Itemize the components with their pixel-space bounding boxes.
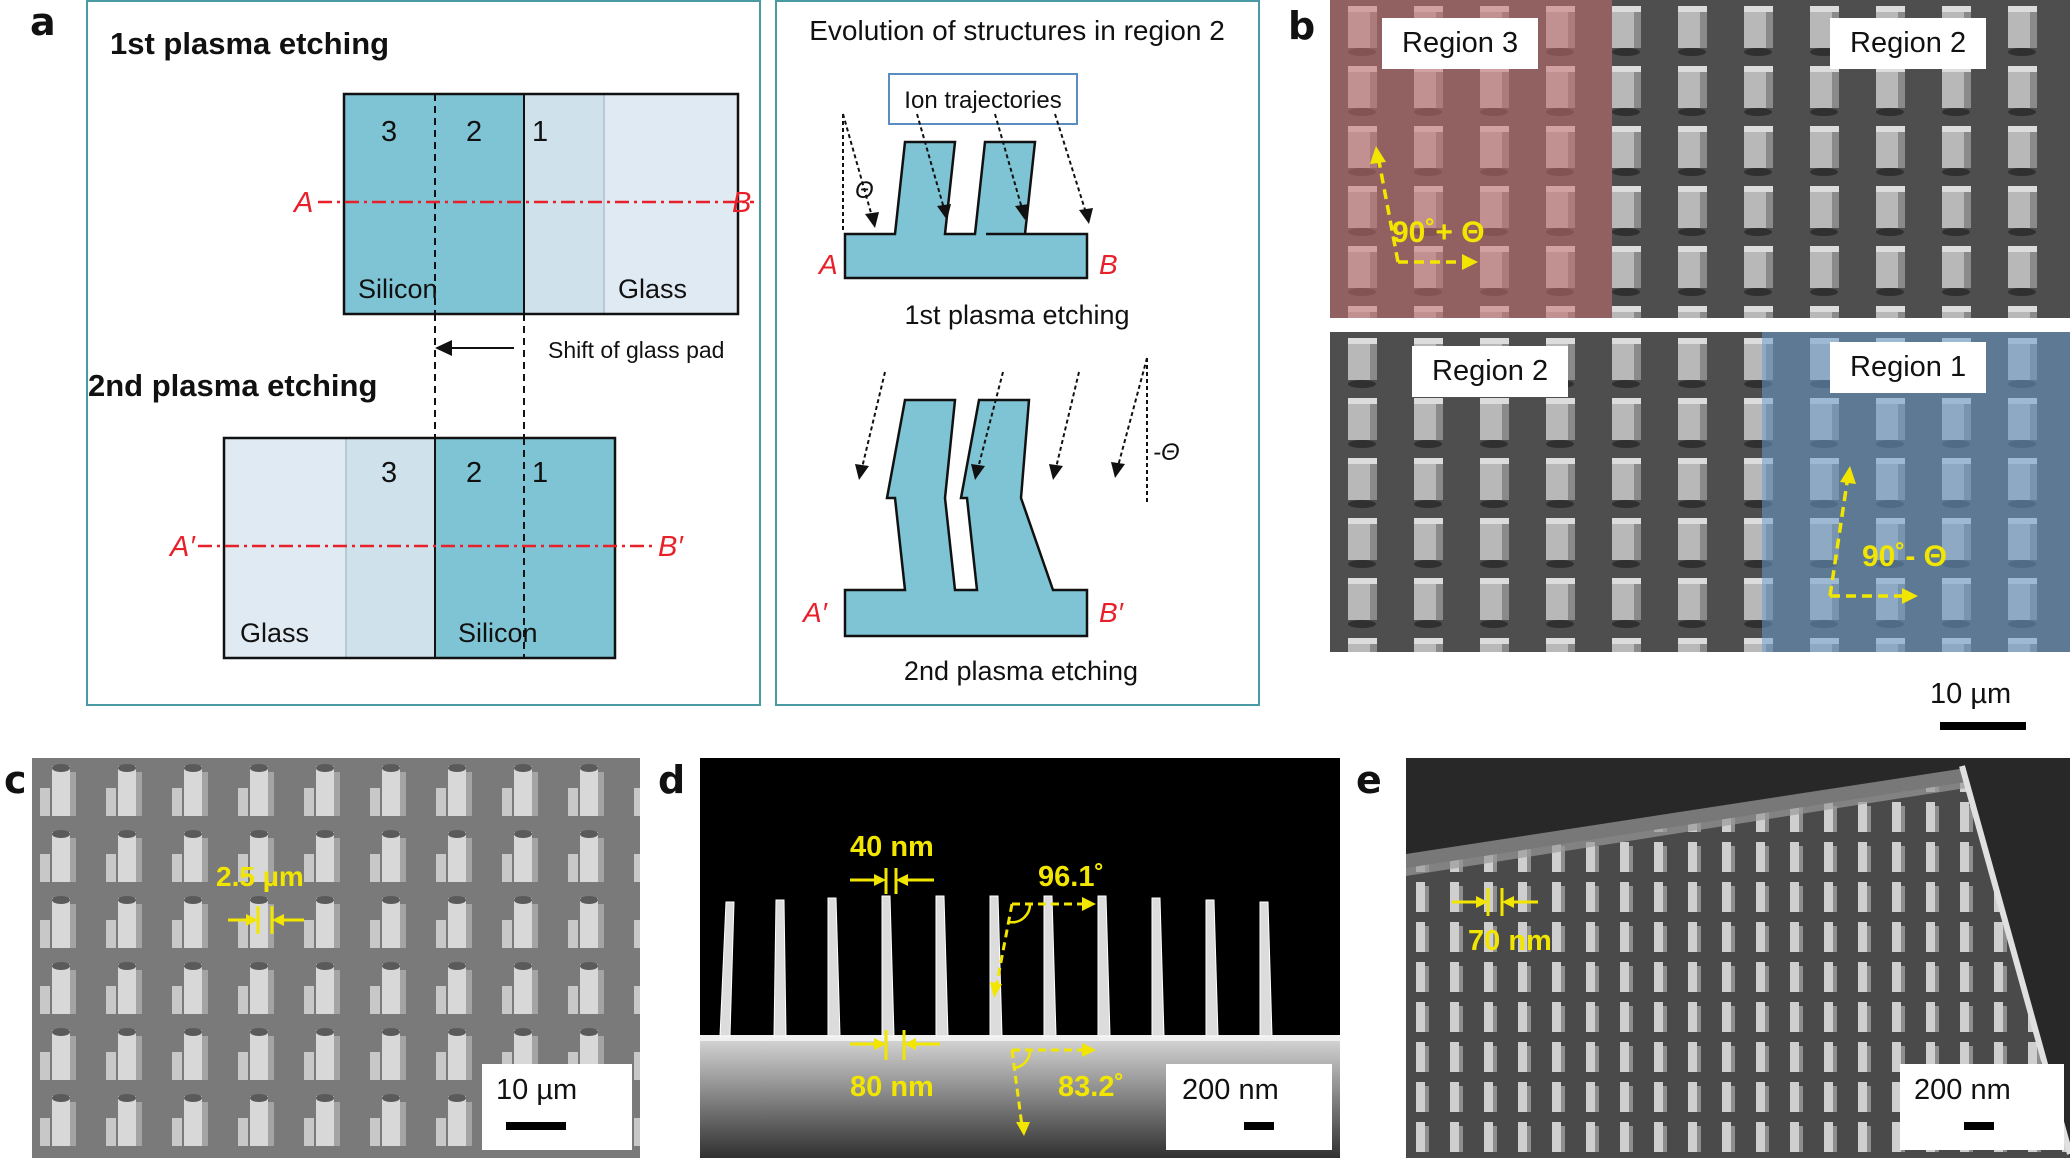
point-b-prime-label: B′ xyxy=(658,531,684,563)
shift-label: Shift of glass pad xyxy=(548,337,724,363)
bottom-region-3 xyxy=(346,438,435,658)
top-glass-label: Glass xyxy=(618,274,687,304)
first-etch-structure xyxy=(843,140,1089,280)
sem-panel-c: 2.5 µm 10 µm xyxy=(32,758,640,1158)
sem-panel-b-bottom: 90˚- Θ Region 2 Region 1 xyxy=(1330,332,2070,652)
arrow-up-icon xyxy=(1370,146,1386,164)
heading-second-etch: 2nd plasma etching xyxy=(88,368,377,403)
top-region-label-3: 3 xyxy=(381,116,397,148)
first-point-b: B xyxy=(1099,249,1118,280)
point-b-label: B xyxy=(732,187,751,219)
arrow-right-icon-b xyxy=(1902,588,1918,604)
scale-label-e: 200 nm xyxy=(1914,1074,2011,1106)
point-a-label: A xyxy=(292,187,313,219)
arrow-right-icon-d2 xyxy=(1082,1043,1096,1057)
bottom-glass-region xyxy=(224,438,346,658)
ion-trajectories-label: Ion trajectories xyxy=(904,87,1061,114)
top-region-label-2: 2 xyxy=(466,116,482,148)
caption-first-etch: 1st plasma etching xyxy=(904,300,1129,330)
tag-region-1: Region 1 xyxy=(1830,342,1987,393)
scale-box-c: 10 µm xyxy=(482,1064,632,1150)
second-point-a-prime: A′ xyxy=(801,597,829,628)
bottom-region-label-2: 2 xyxy=(466,457,482,489)
arrow-down-icon-d1 xyxy=(990,982,1002,998)
first-point-a: A xyxy=(817,249,838,280)
scale-box-d: 200 nm xyxy=(1166,1064,1332,1150)
panel-label-a: a xyxy=(30,0,56,44)
panel-label-b: b xyxy=(1288,4,1316,48)
sem-panel-d: 40 nm 80 nm 96.1˚ 83.2˚ 200 nm xyxy=(700,758,1340,1158)
point-a-prime-label: A′ xyxy=(168,531,196,563)
scale-bar-c xyxy=(506,1122,566,1130)
tag-region-3: Region 3 xyxy=(1382,18,1539,69)
theta-label: Θ xyxy=(855,177,874,204)
evolution-heading: Evolution of structures in region 2 xyxy=(809,15,1225,46)
nanopillar-array-e: 70 nm xyxy=(1406,758,2070,1158)
heading-first-etch: 1st plasma etching xyxy=(110,26,389,61)
angle-label-bottom: 90˚- Θ xyxy=(1862,540,1947,573)
width-label-e: 70 nm xyxy=(1468,925,1552,957)
top-region-1 xyxy=(524,94,604,314)
sem-panel-e: 70 nm 200 nm xyxy=(1406,758,2070,1158)
shift-arrow-icon xyxy=(435,340,452,356)
scale-bar-b xyxy=(1940,722,2026,730)
edge-top xyxy=(1406,768,1966,876)
top-glass-region xyxy=(604,94,738,314)
scale-label-b: 10 µm xyxy=(1930,678,2012,710)
arrow-right-icon xyxy=(1462,254,1478,270)
angle-label-bottom-d: 83.2˚ xyxy=(1058,1071,1124,1103)
arrow-up-icon-b xyxy=(1840,466,1856,484)
caption-second-etch: 2nd plasma etching xyxy=(904,656,1138,686)
sem-panel-b-top: 90˚+ Θ Region 3 Region 2 xyxy=(1330,0,2070,318)
second-point-b-prime: B′ xyxy=(1099,597,1125,628)
scale-bar-d xyxy=(1244,1122,1274,1130)
second-etch-structure xyxy=(843,398,1089,638)
top-width-label: 40 nm xyxy=(850,831,934,863)
panel-label-c: c xyxy=(4,758,27,802)
tag-region-2-top: Region 2 xyxy=(1830,18,1987,69)
pitch-label-c: 2.5 µm xyxy=(216,861,304,892)
bottom-glass-label: Glass xyxy=(240,618,309,648)
bottom-region-label-3: 3 xyxy=(381,457,397,489)
top-silicon-label: Silicon xyxy=(358,274,438,304)
panel-a-left-frame: 1st plasma etching 3 2 1 Silicon Glass A… xyxy=(86,0,761,706)
top-region-label-1: 1 xyxy=(532,116,548,148)
bottom-region-label-1: 1 xyxy=(532,457,548,489)
tag-region-2-bottom: Region 2 xyxy=(1412,346,1569,397)
ion-trajectories-box xyxy=(888,73,1078,125)
neg-theta-label: -Θ xyxy=(1153,439,1180,466)
panel-a-right-frame: Evolution of structures in region 2 Ion … xyxy=(775,0,1260,706)
arrow-down-icon-d2 xyxy=(1016,1122,1030,1136)
arrow-right-icon-d1 xyxy=(1082,897,1096,911)
scale-box-e: 200 nm xyxy=(1900,1064,2064,1150)
bottom-silicon-label: Silicon xyxy=(458,618,538,648)
angle-label-top-d: 96.1˚ xyxy=(1038,861,1104,893)
scale-label-c: 10 µm xyxy=(496,1074,578,1106)
panel-a-right-diagram: Evolution of structures in region 2 Ion … xyxy=(801,15,1225,686)
bottom-width-label: 80 nm xyxy=(850,1071,934,1103)
panel-label-d: d xyxy=(658,758,686,802)
angle-label-top: 90˚+ Θ xyxy=(1392,216,1485,249)
scale-label-d: 200 nm xyxy=(1182,1074,1279,1106)
scale-bar-e xyxy=(1964,1122,1994,1130)
panel-label-e: e xyxy=(1356,758,1382,802)
panel-a-left-diagram: 1st plasma etching 3 2 1 Silicon Glass A… xyxy=(88,26,754,660)
